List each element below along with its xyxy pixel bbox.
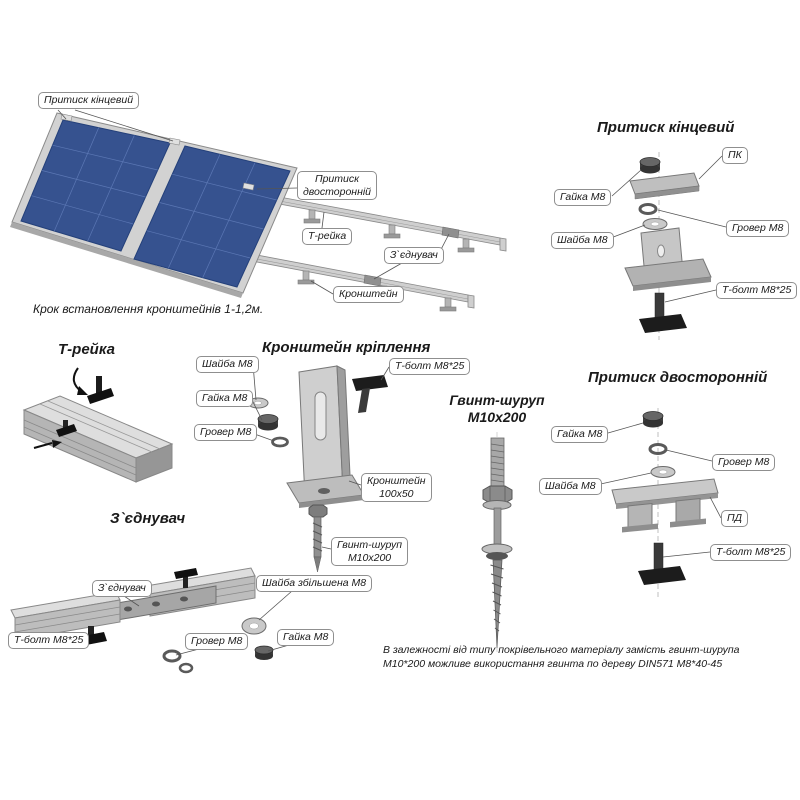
t-rail-drawing	[22, 367, 174, 483]
label-connector-part: З`єднувач	[92, 580, 152, 597]
label-connector-tbolt: Т-болт М8*25	[8, 632, 90, 649]
footnote-line1: В залежності від типу покрівельного мате…	[383, 644, 740, 656]
label-end-clamp-nut: Гайка М8	[554, 189, 612, 206]
double-clamp-drawing	[611, 408, 719, 600]
double-clamp-mark	[242, 182, 255, 191]
label-bracket-nut: Гайка М8	[196, 390, 254, 407]
end-clamp-mark	[60, 113, 73, 122]
label-double-clamp-tbolt: Т-болт М8*25	[710, 544, 792, 561]
label-end-clamp-grover: Гровер М8	[726, 220, 790, 237]
solar-array-drawing	[10, 112, 298, 298]
label-bracket-washer: Шайба М8	[196, 356, 259, 373]
label-pk: ПК	[722, 147, 748, 164]
label-connector-grover: Гровер М8	[185, 633, 249, 650]
label-bracket-grover: Гровер М8	[194, 424, 258, 441]
label-double-clamp-nut: Гайка М8	[551, 426, 609, 443]
label-bracket-screw-line1: Гвинт-шуруп	[337, 539, 403, 551]
label-pd: ПД	[721, 510, 749, 527]
double-clamp-section-title: Притиск двосторонній	[588, 369, 768, 386]
label-connector-washer-big: Шайба збільшена М8	[256, 575, 373, 592]
screw-section-title: Гвинт-шуруп М10х200	[437, 392, 557, 426]
callout-connector: З`єднувач	[384, 247, 444, 264]
label-bracket-size-line1: Кронштейн	[367, 475, 426, 487]
bracket-section-title: Кронштейн кріплення	[262, 339, 431, 356]
end-clamp-section-title: Притиск кінцевий	[597, 119, 735, 136]
screw-drawing	[481, 432, 513, 652]
t-rail-section-title: Т-рейка	[58, 341, 115, 358]
label-bracket-size-line2: 100х50	[379, 487, 414, 500]
label-bracket-size: Кронштейн 100х50	[361, 473, 432, 503]
rail-upper-drawing	[257, 192, 507, 253]
callout-end-clamp: Притиск кінцевий	[38, 92, 140, 109]
callout-double-clamp-line1: Притиск	[314, 173, 360, 185]
screw-title-line1: Гвинт-шуруп	[449, 392, 545, 408]
callout-double-clamp-line2: двосторонній	[303, 185, 372, 198]
label-bracket-screw: Гвинт-шуруп М10х200	[331, 537, 409, 567]
label-double-clamp-washer: Шайба М8	[539, 478, 602, 495]
footnote: В залежності від типу покрівельного мате…	[383, 643, 739, 671]
connector-section-title: З`єднувач	[110, 510, 186, 527]
label-end-clamp-tbolt: Т-болт М8*25	[716, 282, 798, 299]
label-bracket-screw-line2: М10х200	[347, 551, 392, 564]
end-clamp-drawing	[624, 152, 712, 340]
mid-clamp-mark	[168, 137, 181, 146]
label-connector-nut: Гайка М8	[277, 629, 335, 646]
callout-t-rail: Т-рейка	[302, 228, 353, 245]
screw-title-line2: М10х200	[467, 408, 527, 425]
footnote-line2: М10*200 можливе використання гвинта по д…	[383, 658, 723, 671]
label-end-clamp-washer: Шайба М8	[551, 232, 614, 249]
callout-bracket: Кронштейн	[333, 286, 404, 303]
assembly-caption: Крок встановлення кронштейнів 1-1,2м.	[33, 302, 264, 316]
label-bracket-tbolt: Т-болт М8*25	[389, 358, 471, 375]
callout-double-clamp: Притиск двосторонній	[297, 171, 378, 201]
label-double-clamp-grover: Гровер М8	[712, 454, 776, 471]
bracket-drawing	[247, 365, 388, 573]
